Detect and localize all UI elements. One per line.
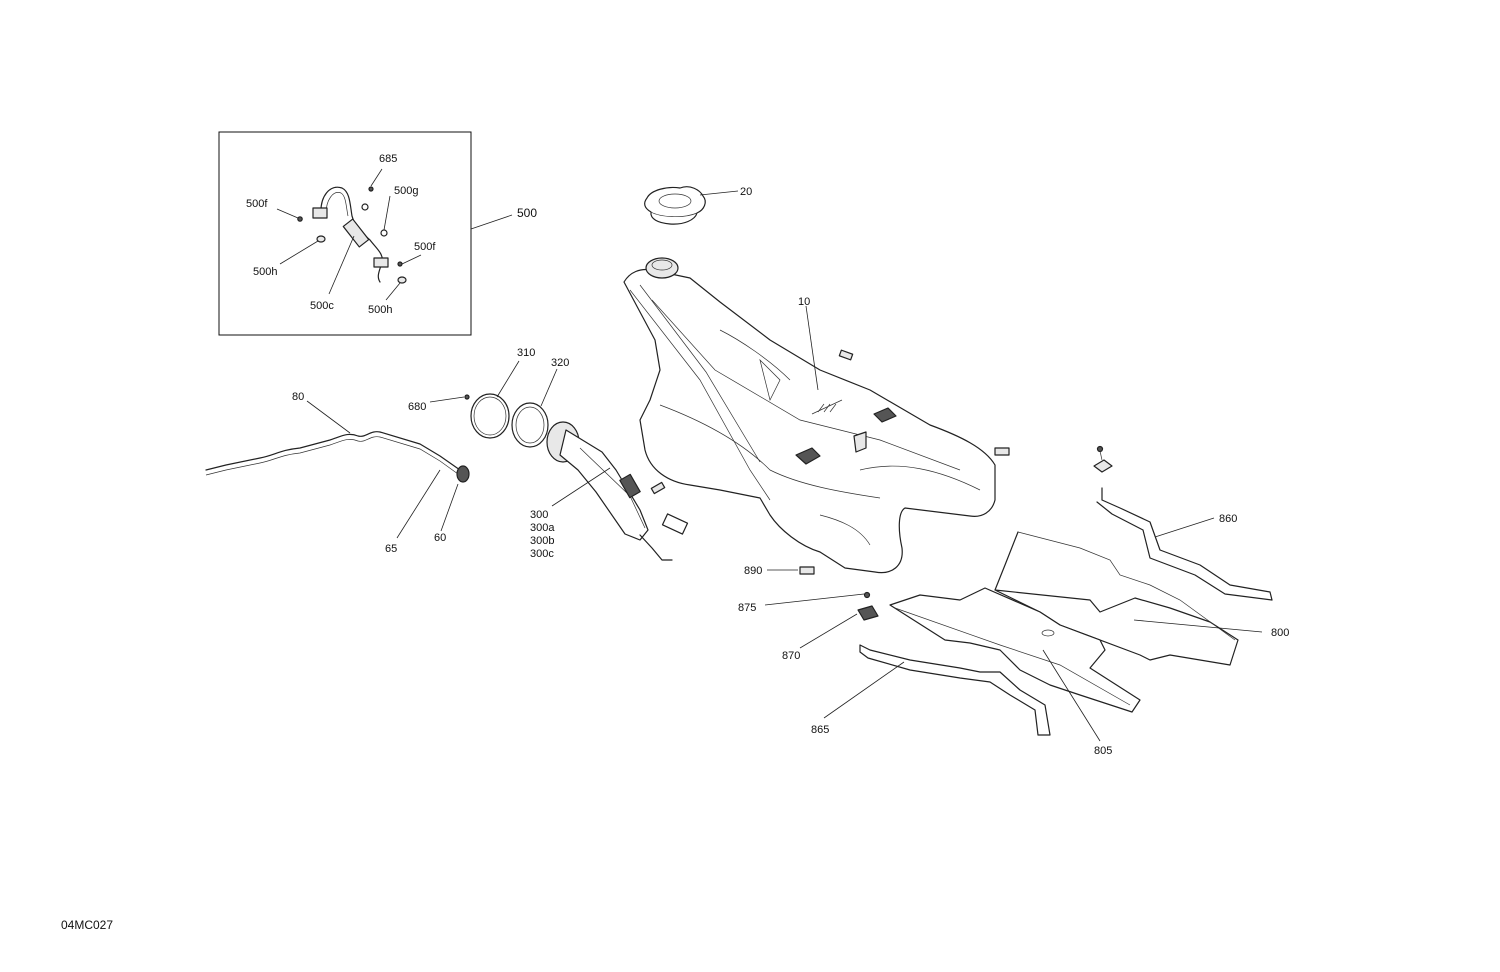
fuel-tank <box>623 257 1010 574</box>
fuel-level-sender <box>661 513 689 535</box>
bracket-865 <box>859 644 1051 736</box>
rubber-pad-b <box>994 447 1010 456</box>
elbow-fitting <box>373 257 389 268</box>
hose-clamp-b <box>397 276 407 284</box>
rubber-pad-a <box>838 349 854 361</box>
hose-clamp-a <box>316 235 326 243</box>
skid-plates <box>889 531 1263 742</box>
drawing-code: 04MC027 <box>61 918 113 932</box>
tank-outline <box>623 268 996 574</box>
callout-685: 685 <box>379 153 397 165</box>
callout-80: 80 <box>292 391 304 403</box>
rubber-pad-c <box>650 481 666 495</box>
callout-500: 500 <box>517 206 537 220</box>
lock-ring <box>470 393 510 439</box>
callout-890: 890 <box>744 565 762 577</box>
callout-10: 10 <box>798 296 810 308</box>
fuel-line <box>205 431 461 471</box>
vent-filter <box>342 218 370 248</box>
rubber-pad-890 <box>799 566 815 575</box>
callout-875: 875 <box>738 602 756 614</box>
t-fitting <box>312 207 328 219</box>
quick-connect <box>456 465 470 483</box>
vent-hose-inset <box>218 131 513 336</box>
lock-ring-and-seal <box>429 360 558 448</box>
callout-300c: 300c <box>530 548 554 560</box>
brackets-and-fasteners <box>764 445 1273 736</box>
callout-500f: 500f <box>246 198 268 210</box>
callout-500g: 500g <box>394 185 418 197</box>
callout-865: 865 <box>811 724 829 736</box>
callout-310: 310 <box>517 347 535 359</box>
filler-neck <box>645 257 679 279</box>
callout-labels: 685 500f 500g 500 500f 500h 500c 500h 20… <box>61 153 1289 932</box>
callout-500c: 500c <box>310 300 334 312</box>
callout-65: 65 <box>385 543 397 555</box>
inset-frame <box>218 131 472 336</box>
callout-680: 680 <box>408 401 426 413</box>
callout-860: 860 <box>1219 513 1237 525</box>
callout-300: 300 <box>530 509 548 521</box>
callout-20: 20 <box>740 186 752 198</box>
fuel-cap <box>644 186 739 225</box>
callout-500h: 500h <box>368 304 392 316</box>
callout-300a: 300a <box>530 522 555 534</box>
callout-60: 60 <box>434 532 446 544</box>
callout-500f: 500f <box>414 241 436 253</box>
callout-800: 800 <box>1271 627 1289 639</box>
pump-seal <box>511 402 549 448</box>
callout-870: 870 <box>782 650 800 662</box>
callout-805: 805 <box>1094 745 1112 757</box>
callout-320: 320 <box>551 357 569 369</box>
callout-300b: 300b <box>530 535 554 547</box>
fuel-pump-module <box>546 421 689 561</box>
bracket-860 <box>1096 487 1273 601</box>
callout-500h: 500h <box>253 266 277 278</box>
fuel-line-assembly <box>205 400 470 539</box>
